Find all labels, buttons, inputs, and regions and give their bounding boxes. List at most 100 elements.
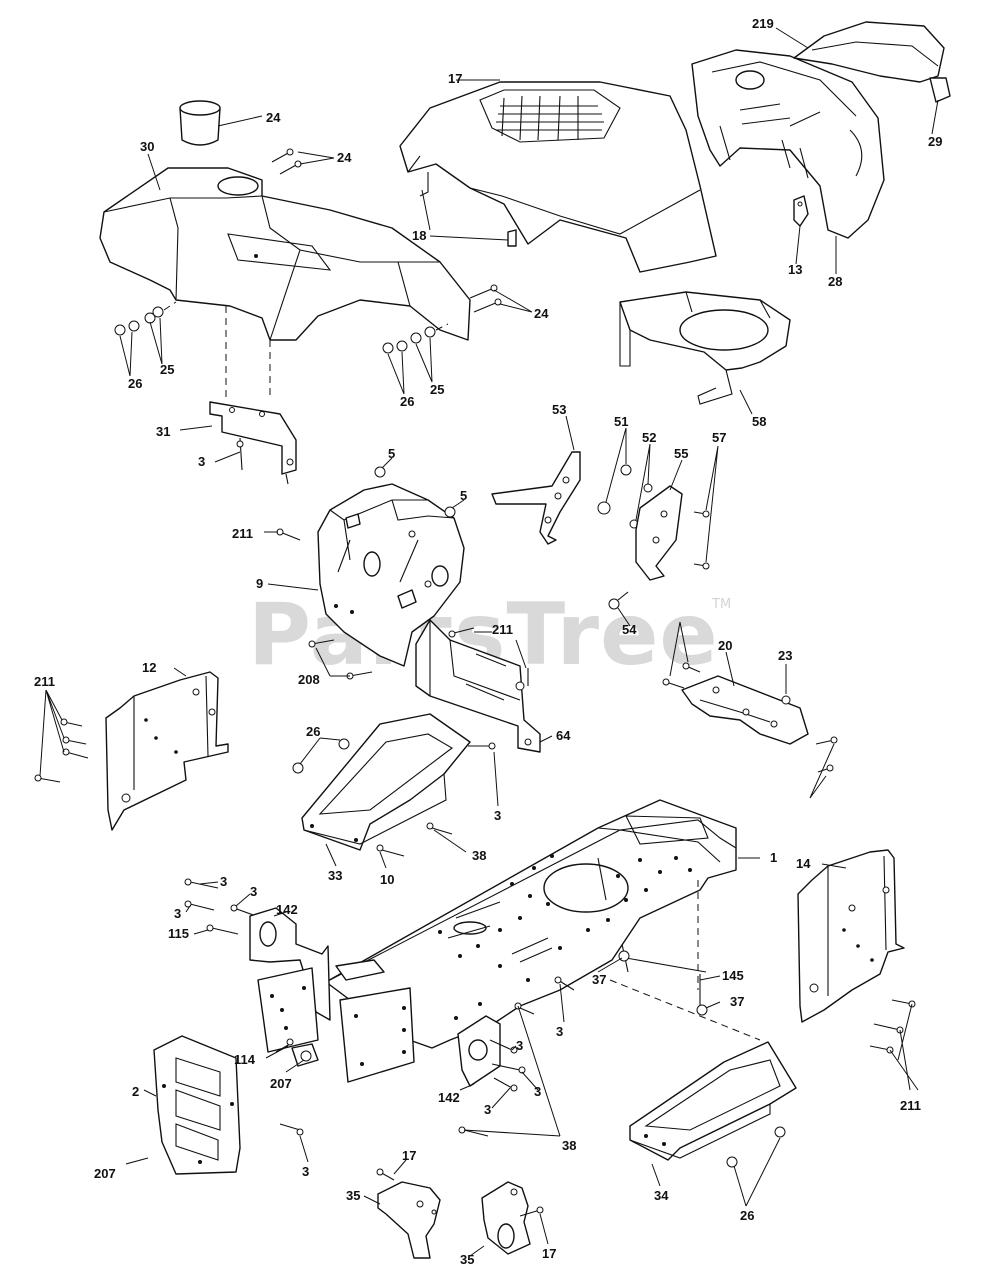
- callout-18: 18: [412, 228, 426, 243]
- callout-28: 28: [828, 274, 842, 289]
- part-114-bolt: [275, 1038, 294, 1053]
- part-208-bolts-left: [34, 718, 89, 783]
- callout-14-left: 17: [402, 1148, 416, 1163]
- callout-38-right: 35: [460, 1252, 474, 1267]
- part-25-26-hardware-right: [382, 323, 449, 354]
- part-2-front-plate: [153, 1035, 241, 1175]
- callout-208-left: 211: [34, 674, 55, 689]
- part-35-bolt-footrest: [426, 822, 453, 835]
- callout-31: 31: [156, 424, 170, 439]
- part-10-bolt: [376, 844, 405, 857]
- callout-206: 207: [94, 1166, 116, 1181]
- part-219-bolts: [662, 662, 838, 773]
- callout-5-upper: 5: [388, 446, 395, 461]
- callout-14-right: 17: [542, 1246, 556, 1261]
- callout-13: 14: [796, 856, 811, 871]
- callout-9: 9: [256, 576, 263, 591]
- part-26-nuts-right: [726, 1126, 786, 1168]
- part-159-cap: [179, 100, 221, 146]
- callout-20: 20: [718, 638, 732, 653]
- part-18-clip: [507, 229, 517, 247]
- part-5-nuts: [374, 466, 456, 518]
- part-145-rod: [621, 943, 707, 1010]
- callout-11: 12: [142, 660, 156, 675]
- callout-145: 145: [722, 968, 744, 983]
- callout-3-c: 3: [174, 906, 181, 921]
- part-52-bushing: [629, 483, 653, 529]
- callout-33: 33: [328, 868, 342, 883]
- part-38-bracket-left: [377, 1181, 441, 1259]
- part-28-grille-housing: [691, 49, 885, 239]
- part-9-dash-panel: [317, 483, 465, 667]
- part-57-bolts: [693, 510, 710, 570]
- callout-labels: 24 30 24 17 18 219 29 13 28 24 26 25 26 …: [34, 16, 942, 1267]
- callout-30: 30: [140, 139, 154, 154]
- callout-3-frame: 3: [556, 1024, 563, 1039]
- callout-24-upper: 24: [337, 150, 352, 165]
- callout-26-left: 26: [306, 724, 320, 739]
- callout-37-lower: 37: [730, 994, 744, 1009]
- callout-3-e: 3: [534, 1084, 541, 1099]
- callout-26-upper: 26: [128, 376, 142, 391]
- part-35-bolts-lower: [458, 1002, 535, 1137]
- part-3-bolt-front: [279, 1123, 304, 1136]
- callout-159: 24: [266, 110, 281, 125]
- part-31-bracket: [209, 401, 297, 485]
- part-115-bolt: [206, 924, 239, 935]
- part-58-tray: [619, 291, 791, 405]
- callout-35-lower: 38: [562, 1138, 576, 1153]
- part-17-hood: [399, 81, 717, 273]
- part-53-bracket: [491, 451, 581, 545]
- callout-51: 51: [614, 414, 628, 429]
- part-12-latch: [793, 195, 809, 227]
- callout-3-footrest: 3: [494, 808, 501, 823]
- callout-37-upper: 37: [592, 972, 606, 987]
- part-211-bushing: [291, 1043, 319, 1067]
- callout-26-right: 26: [740, 1208, 754, 1223]
- part-25-26-hardware-left: [114, 301, 177, 336]
- callout-2: 2: [132, 1084, 139, 1099]
- part-11-left-plate: [105, 671, 229, 831]
- callout-10: 10: [380, 872, 394, 887]
- part-212-grille-panel: [793, 21, 945, 83]
- callout-211: 207: [270, 1076, 292, 1091]
- callout-1: 1: [770, 850, 777, 865]
- part-20-plate: [681, 675, 809, 745]
- callout-12: 13: [788, 262, 802, 277]
- part-29-lens: [929, 77, 951, 103]
- callout-115: 115: [168, 926, 189, 941]
- callout-58: 58: [752, 414, 766, 429]
- part-24-bolts-lower: [469, 284, 502, 313]
- part-54-bolt: [608, 591, 629, 610]
- callout-24-lower: 24: [534, 306, 549, 321]
- callout-53: 53: [552, 402, 566, 417]
- callout-114: 114: [234, 1052, 256, 1067]
- callout-208-dash: 211: [232, 526, 253, 541]
- callout-212: 219: [752, 16, 774, 31]
- part-208-bolts-right: [869, 999, 916, 1054]
- part-142-bracket-lower: [457, 1015, 501, 1087]
- callout-35-footrest: 38: [472, 848, 486, 863]
- part-64-support: [415, 619, 541, 753]
- part-13-right-plate: [797, 849, 905, 1023]
- callout-64: 64: [556, 728, 571, 743]
- part-axle-plate-left: [257, 967, 319, 1053]
- callout-57: 57: [712, 430, 726, 445]
- callout-55: 55: [674, 446, 688, 461]
- leader-lines: [39, 27, 939, 1257]
- part-3-bolt-footrest: [468, 742, 496, 750]
- callout-3-bracket: 3: [198, 454, 205, 469]
- watermark-trademark: TM: [711, 597, 731, 612]
- part-24-bolts-upper: [271, 148, 302, 175]
- part-34-footrest-right: [629, 1041, 797, 1161]
- callout-3-b: 3: [250, 884, 257, 899]
- callout-25-mid: 25: [430, 382, 444, 397]
- part-33-footrest-left: [301, 713, 471, 851]
- part-26-nuts-left: [292, 738, 350, 774]
- callout-208-mid: 211: [492, 622, 513, 637]
- part-30-fender: [99, 167, 471, 341]
- callout-3-a: 3: [220, 874, 227, 889]
- callout-23: 23: [778, 648, 792, 663]
- part-3-bolt-mid: [554, 976, 575, 991]
